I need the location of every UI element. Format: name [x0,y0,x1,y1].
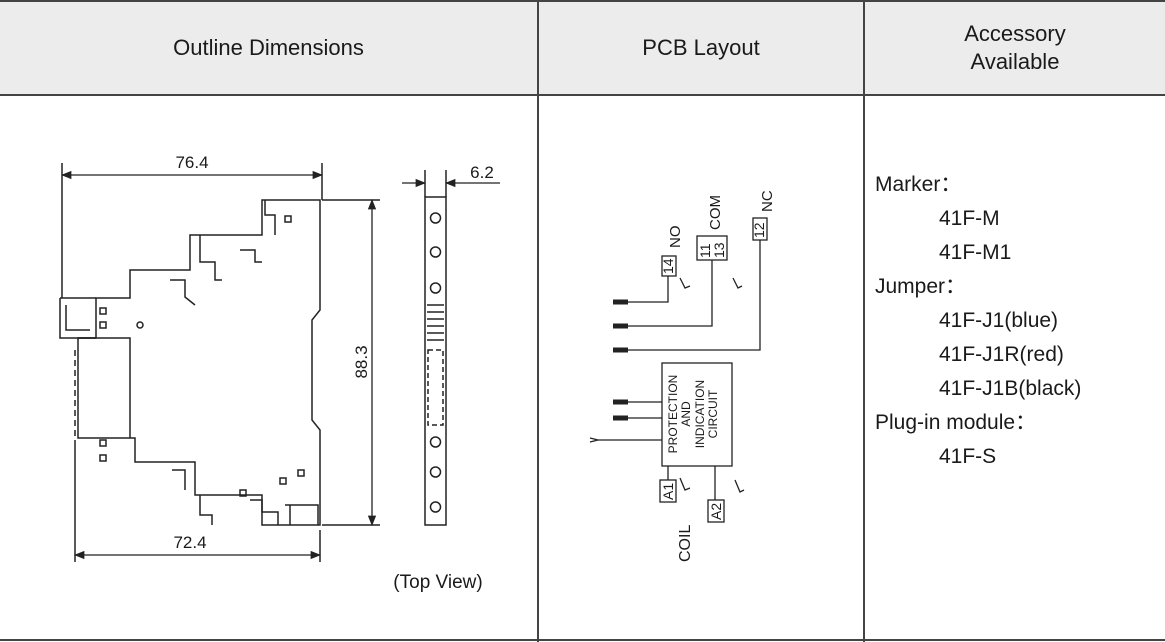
accessory-plugin-label: Plug-in module： [875,411,1037,434]
accessory-marker-label: Marker： [875,173,962,196]
header-outline-dimensions: Outline Dimensions [0,2,537,94]
header-pcb-label: PCB Layout [642,35,760,60]
accessory-jumper-item: 41F-J1B(black) [939,377,1082,400]
accessory-jumper-label: Jumper： [875,275,967,298]
header-accessory-line1: Accessory [964,21,1066,46]
pcb-circuit-line1: PROTECTION [666,375,680,454]
pcb-circuit-line3: INDICATION [693,380,707,448]
header-accessory: Accessory Available [865,2,1165,94]
pcb-circuit-line4: CIRCUIT [706,389,720,438]
table-bottom-border [0,639,1165,641]
dimension-side-width: 6.2 [470,163,494,182]
pcb-a2-label: A2 [708,503,724,520]
pcb-no-label: NO [667,226,684,249]
header-outline-label: Outline Dimensions [173,35,364,60]
relay-side-outline [424,170,447,526]
accessory-jumper-item: 41F-J1R(red) [939,343,1064,366]
pcb-com-number-2: 13 [711,242,727,258]
header-accessory-line2: Available [970,49,1060,74]
accessory-marker-item: 41F-M1 [939,241,1012,264]
pcb-nc-label: NC [759,190,776,212]
accessory-jumper-item: 41F-J1(blue) [939,309,1059,332]
accessory-plugin-item: 41F-S [939,445,997,468]
dimension-width-bottom: 72.4 [173,533,206,552]
pcb-com-number-1: 11 [697,243,713,258]
pcb-com-label: COM [707,195,724,230]
dimension-height: 88.3 [352,345,371,378]
relay-front-outline [59,163,380,562]
column-divider-1 [537,0,539,642]
pcb-a1-label: A1 [660,483,676,500]
column-divider-2 [863,0,865,642]
header-divider [0,94,1165,96]
accessory-marker-item: 41F-M [939,207,1000,230]
pcb-schematic [589,217,768,523]
header-pcb-layout: PCB Layout [539,2,863,94]
pcb-circuit-line2: AND [679,401,693,427]
dimension-width-top: 76.4 [175,153,208,172]
table-top-border [0,0,1165,2]
pcb-coil-label: COIL [677,525,694,562]
outline-caption: (Top View) [393,572,482,593]
accessory-list: Marker： 41F-M 41F-M1 Jumper： 41F-J1(blue… [875,168,1081,474]
pcb-no-number: 14 [660,258,676,274]
pcb-nc-number: 12 [751,222,767,238]
